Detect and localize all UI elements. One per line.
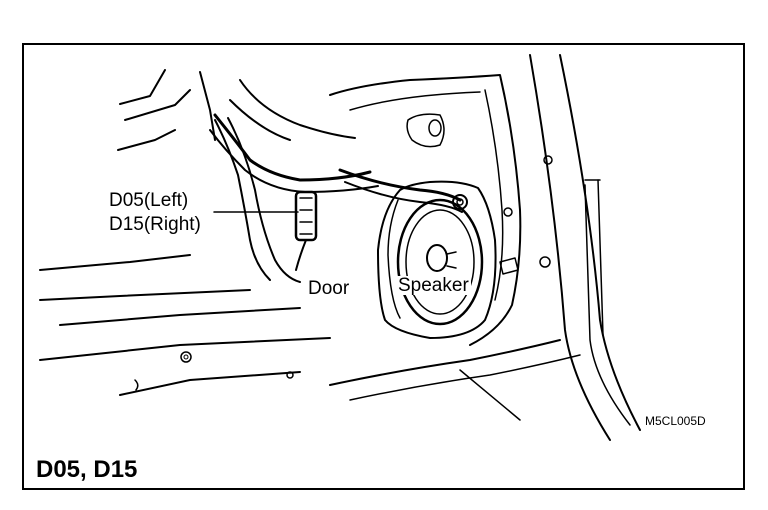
floor-line xyxy=(39,289,251,301)
body-panel-line xyxy=(199,71,216,141)
speaker-label: Speaker xyxy=(396,275,471,296)
harness-branch xyxy=(227,117,301,283)
harness-bundle xyxy=(239,79,356,139)
harness-bundle xyxy=(209,129,379,193)
speaker-trim xyxy=(387,199,401,319)
speaker-outer-ring xyxy=(396,198,484,326)
mounting-hole xyxy=(180,351,192,363)
door-clip xyxy=(499,257,519,275)
connector-label-left: D05(Left) xyxy=(109,190,189,211)
speaker-terminal xyxy=(446,251,457,269)
speaker-cone xyxy=(405,209,475,315)
door-frame xyxy=(584,184,631,426)
door-panel-contour xyxy=(329,74,522,346)
door-sill xyxy=(349,354,581,401)
speaker-connector xyxy=(452,194,468,210)
speaker-lead-wire xyxy=(344,181,463,213)
floor-line xyxy=(119,371,301,396)
floor-line xyxy=(59,307,301,326)
connector-label-right: D15(Right) xyxy=(109,214,201,235)
door-frame xyxy=(529,54,611,441)
body-panel-line xyxy=(119,69,166,105)
figure-frame xyxy=(22,43,745,490)
door-frame xyxy=(597,179,604,336)
mounting-hole xyxy=(543,155,553,165)
door-cutout xyxy=(406,113,445,148)
harness-bundle xyxy=(213,113,372,182)
door-panel-contour xyxy=(484,89,504,301)
door-sill xyxy=(329,339,561,386)
speaker-lead-wire xyxy=(338,168,462,202)
mounting-hole xyxy=(286,371,294,379)
door-label: Door xyxy=(306,278,352,299)
figure-code: M5CL005D xyxy=(645,414,706,428)
door-panel-contour xyxy=(349,91,481,111)
body-panel-line xyxy=(117,129,176,151)
mounting-hole xyxy=(503,207,513,217)
door-frame xyxy=(559,54,641,431)
harness-bundle xyxy=(229,99,291,141)
body-panel-line xyxy=(124,89,191,121)
floor-line xyxy=(39,337,331,361)
figure-caption: D05, D15 xyxy=(36,456,138,483)
speaker-trim xyxy=(377,180,497,339)
connector-body xyxy=(294,190,318,242)
floor-line xyxy=(39,254,191,271)
connector-pins xyxy=(299,197,313,235)
harness-branch xyxy=(214,119,271,281)
connector-wire xyxy=(295,239,307,271)
mounting-hole xyxy=(539,256,551,268)
speaker-dust-cap xyxy=(426,244,448,272)
